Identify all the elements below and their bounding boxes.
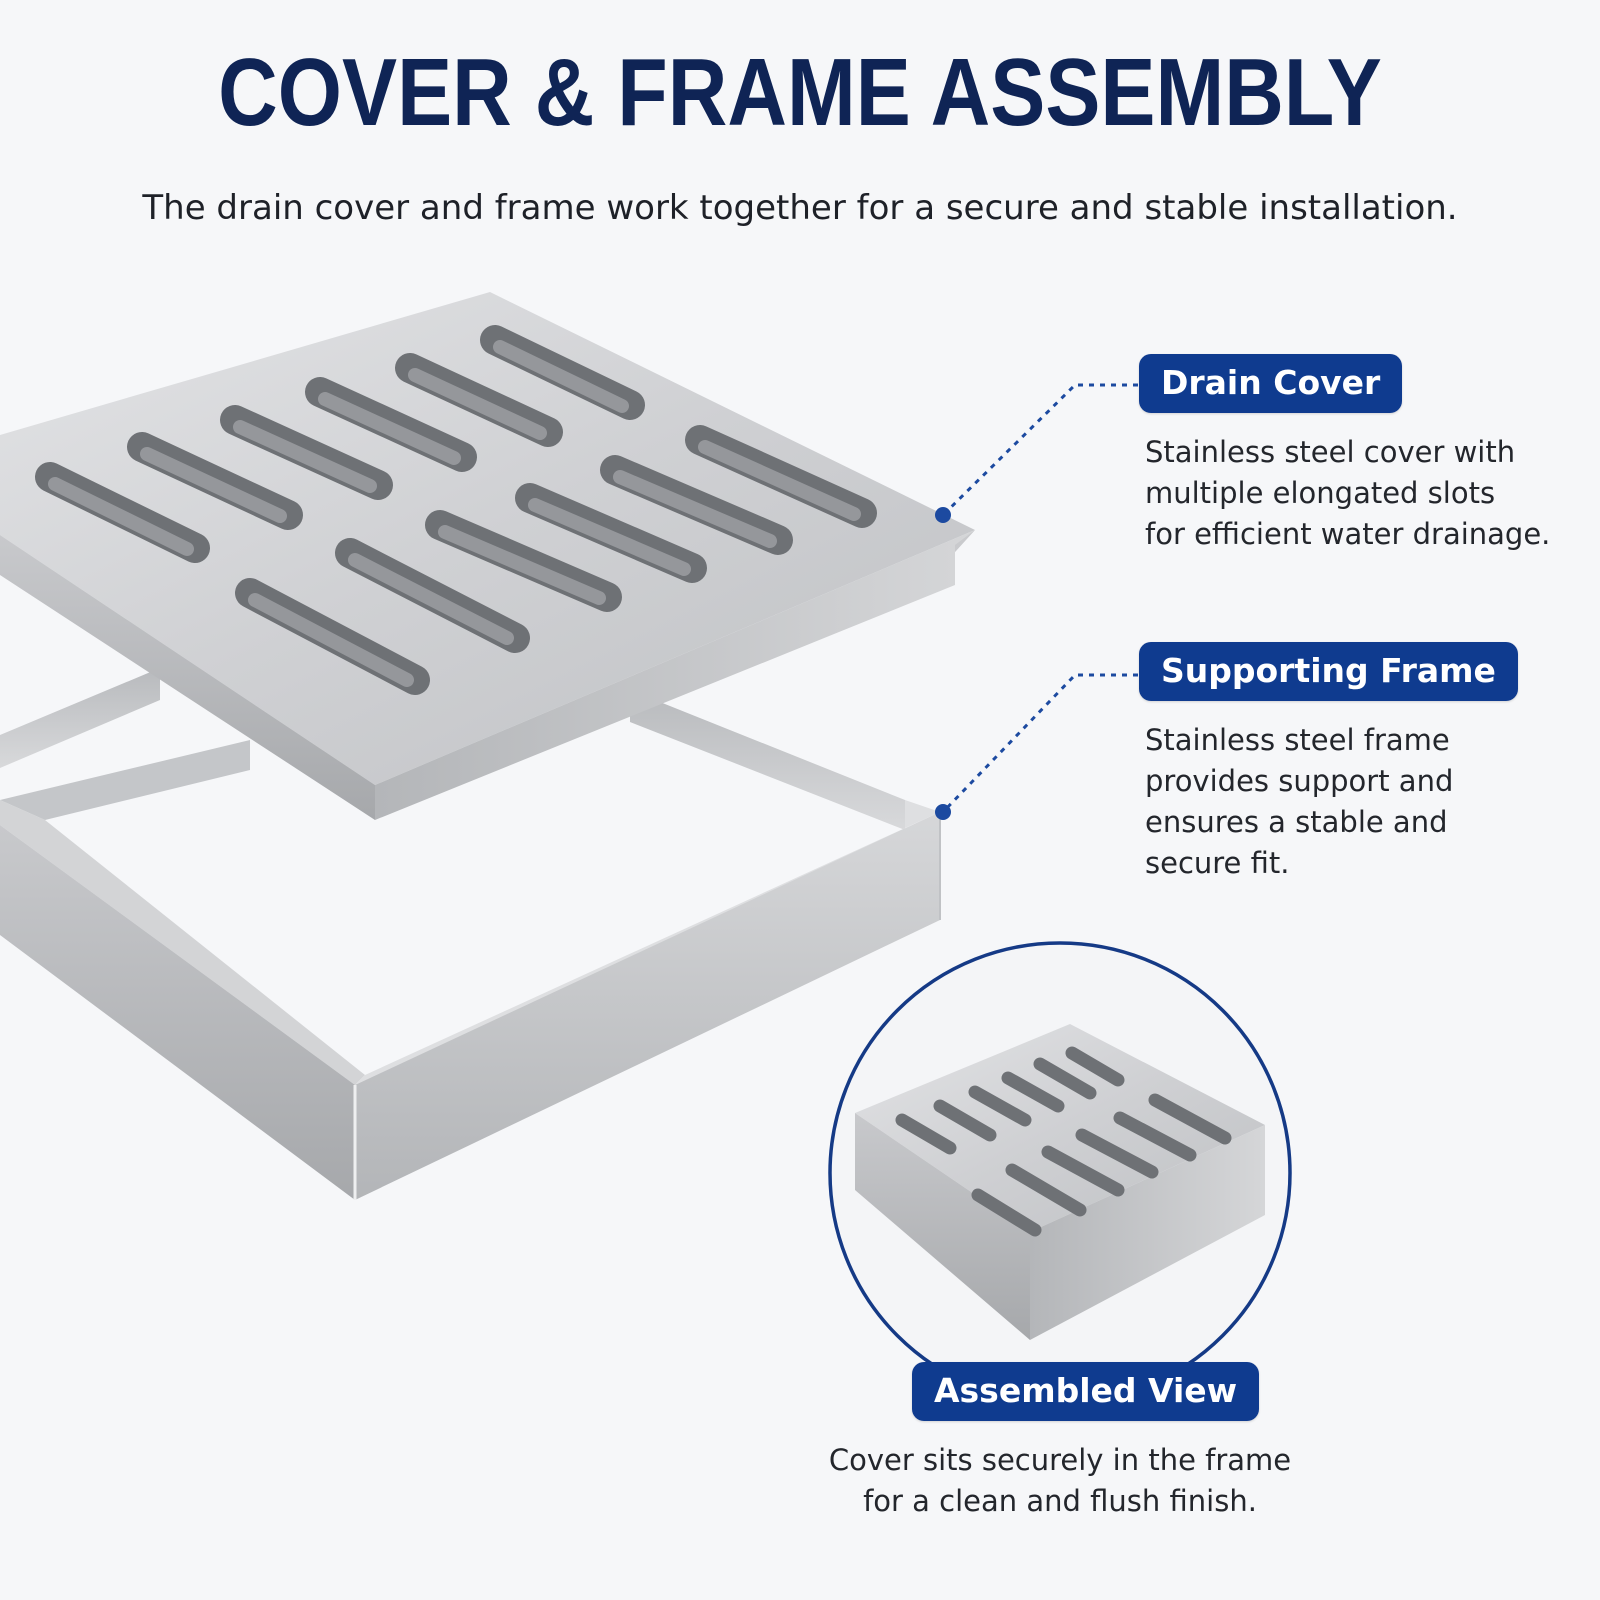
supporting-frame-leader-dot xyxy=(935,804,951,820)
assembled-view-description: Cover sits securely in the frame for a c… xyxy=(800,1440,1320,1522)
cover-right-edge xyxy=(375,530,975,820)
frame-inner-back-wall xyxy=(0,668,160,768)
assembled-right-wall xyxy=(1030,1125,1265,1340)
assembled-view-label: Assembled View xyxy=(912,1362,1260,1421)
frame-rim-left xyxy=(0,800,365,1085)
frame-inner-left-wall xyxy=(0,740,250,820)
cover-left-edge xyxy=(0,535,375,820)
supporting-frame-description: Stainless steel frame provides support a… xyxy=(1145,720,1453,884)
assembled-view-description-line: for a clean and flush finish. xyxy=(863,1484,1257,1518)
callout-leaders xyxy=(935,383,1138,820)
drain-cover-description: Stainless steel cover with multiple elon… xyxy=(1145,432,1550,555)
drain-cover xyxy=(0,292,975,820)
drain-cover-leader-line xyxy=(941,383,1138,517)
page-title: COVER & FRAME ASSEMBLY xyxy=(218,39,1382,146)
supporting-frame-description-line: secure fit. xyxy=(1145,846,1290,880)
supporting-frame-description-line: provides support and xyxy=(1145,764,1454,798)
assembled-slots xyxy=(895,1046,1232,1237)
frame-inner-right-wall xyxy=(630,690,905,830)
assembled-view-description-line: Cover sits securely in the frame xyxy=(828,1443,1292,1477)
assembled-top-face xyxy=(855,1024,1265,1232)
page-subtitle: The drain cover and frame work together … xyxy=(142,188,1458,228)
assembled-view-inset xyxy=(828,941,1292,1405)
drain-cover-description-line: for efficient water drainage. xyxy=(1145,517,1551,551)
frame-outer-left-wall xyxy=(0,825,355,1200)
supporting-frame-label: Supporting Frame xyxy=(1139,642,1518,701)
drain-cover-label: Drain Cover xyxy=(1139,354,1403,413)
drain-cover-description-line: Stainless steel cover with xyxy=(1145,435,1516,469)
drain-cover-leader-dot xyxy=(935,507,951,523)
supporting-frame xyxy=(0,668,941,1200)
supporting-frame-description-line: ensures a stable and xyxy=(1145,805,1448,839)
supporting-frame-description-line: Stainless steel frame xyxy=(1145,723,1450,757)
assembled-left-wall xyxy=(855,1113,1030,1340)
frame-outer-right-wall xyxy=(355,812,940,1200)
drain-cover-description-line: multiple elongated slots xyxy=(1145,476,1496,510)
supporting-frame-leader-line xyxy=(941,673,1138,814)
cover-slot-highlights xyxy=(48,340,861,687)
frame-rim-right xyxy=(355,800,940,1085)
